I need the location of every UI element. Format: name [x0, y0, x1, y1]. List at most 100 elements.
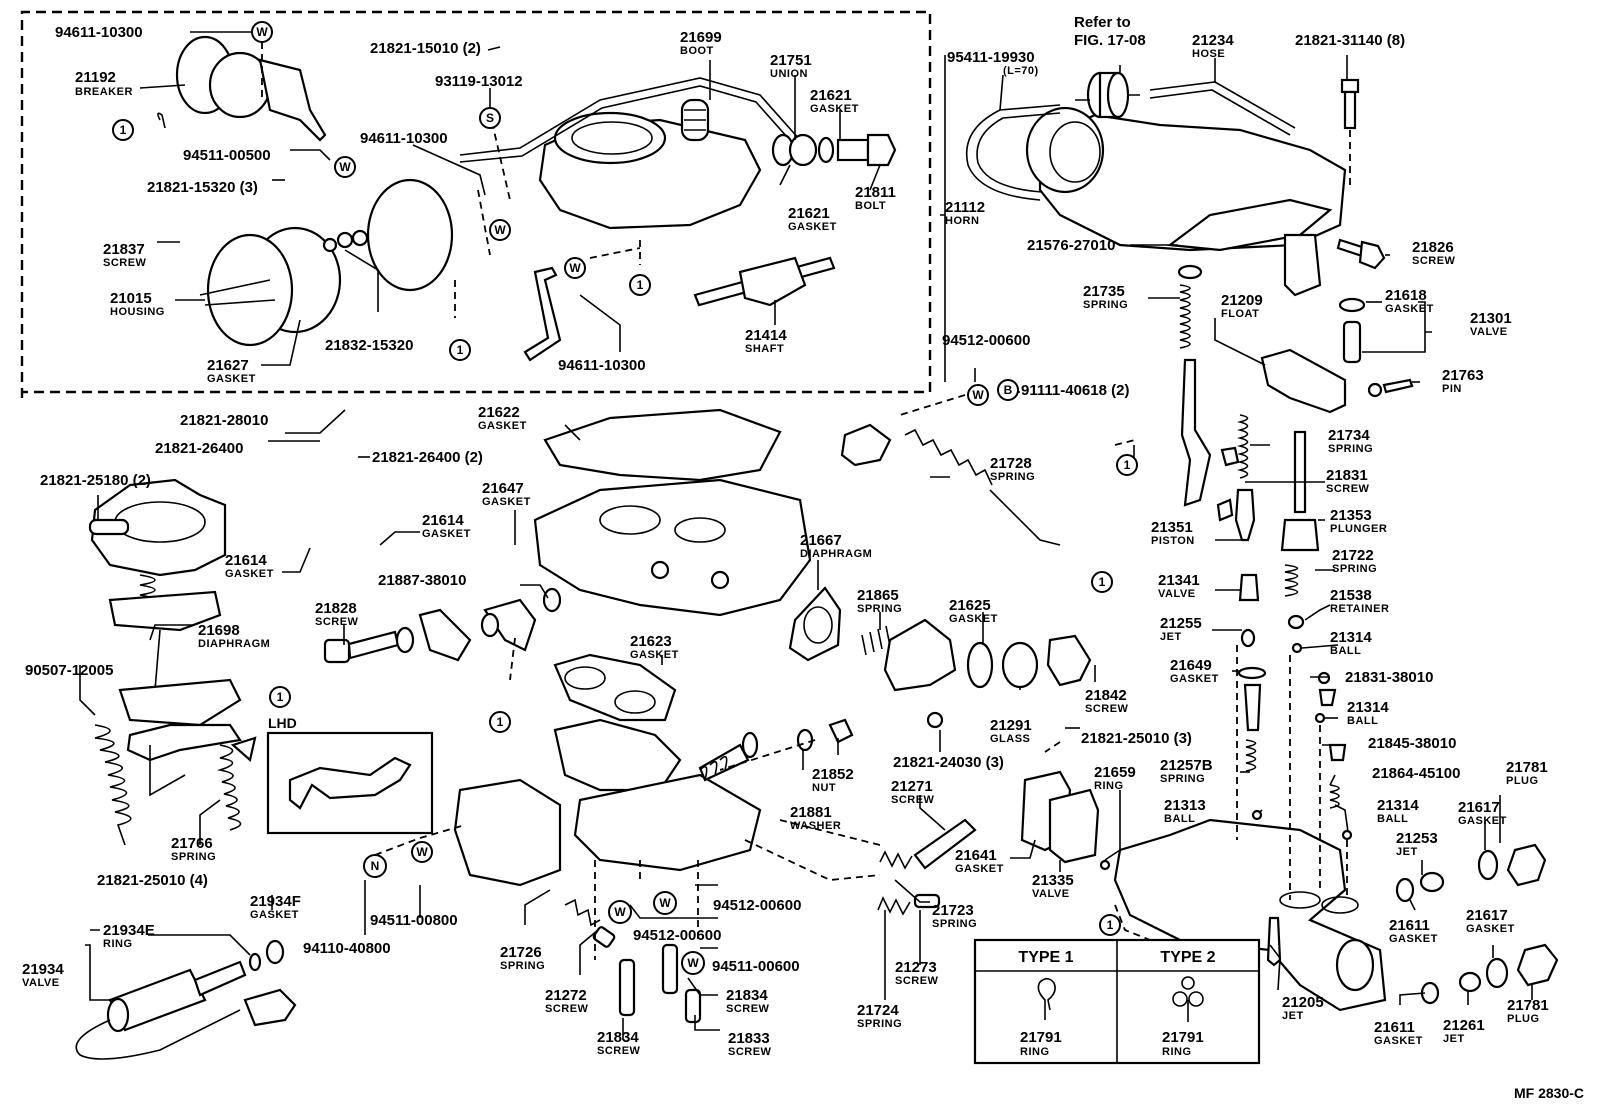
screw-21834b-shape — [661, 943, 679, 995]
part-number: 21699 — [680, 29, 722, 46]
part-name: SHAFT — [745, 343, 784, 355]
svg-text:N: N — [371, 859, 380, 873]
part-number: 21834 — [597, 1029, 639, 1046]
part-name: GASKET — [1385, 303, 1434, 315]
part-number: 21576-27010 — [1027, 237, 1115, 254]
part-name: VALVE — [1032, 888, 1070, 900]
part-number: 21734 — [1328, 427, 1370, 444]
part-name: (L=70) — [1003, 65, 1039, 77]
part-number: 21845-38010 — [1368, 735, 1456, 752]
part-number: 21766 — [171, 835, 213, 852]
gasket-21617a-shape — [1477, 849, 1499, 881]
part-name: RING — [1094, 780, 1124, 792]
part-number: 94511-00800 — [370, 912, 458, 929]
part-name: SCREW — [895, 975, 939, 987]
part-name: BREAKER — [75, 86, 133, 98]
spring-90507-shape — [94, 724, 132, 846]
part-number: 21832-15320 — [325, 337, 413, 354]
type-table-header-2: TYPE 2 — [1160, 949, 1215, 966]
jet-21205-shape — [1266, 916, 1282, 967]
part-name: JET — [1396, 846, 1418, 858]
part-number: 21821-15320 (3) — [147, 179, 258, 196]
part-name: GASKET — [1374, 1035, 1423, 1047]
svg-text:1: 1 — [1107, 918, 1114, 932]
part-number: 21881 — [790, 804, 832, 821]
part-number: 21826 — [1412, 239, 1454, 256]
part-number: 21617 — [1466, 907, 1508, 924]
part-number: 21781 — [1507, 997, 1549, 1014]
refer-note-line2: FIG. 17-08 — [1074, 32, 1146, 49]
part-number: 21314 — [1347, 699, 1389, 716]
part-number: 21538 — [1330, 587, 1372, 604]
part-number: 94511-00600 — [712, 958, 800, 975]
gasket-21617b-shape — [1485, 957, 1509, 989]
part-number: 21611 — [1389, 917, 1430, 934]
part-number: 21659 — [1094, 764, 1136, 781]
part-number: 21614 — [225, 552, 267, 569]
part-name: UNION — [770, 68, 808, 80]
svg-text:W: W — [972, 388, 984, 402]
housing-shape — [199, 226, 342, 347]
part-name: JET — [1443, 1033, 1465, 1045]
part-name: SCREW — [103, 257, 147, 269]
svg-text:1: 1 — [637, 278, 644, 292]
part-name: GASKET — [788, 221, 837, 233]
svg-text:1: 1 — [1124, 458, 1131, 472]
part-number: 21821-31140 (8) — [1295, 32, 1405, 49]
part-name: GASKET — [955, 863, 1004, 875]
part-name: WASHER — [790, 820, 841, 832]
part-number: 21272 — [545, 987, 587, 1004]
part-name: NUT — [812, 782, 836, 794]
part-name: PISTON — [1151, 535, 1195, 547]
part-number: 21622 — [478, 404, 520, 421]
part-number: 21335 — [1032, 872, 1074, 889]
spring-21724-shape — [877, 896, 911, 916]
ring-type2-icon — [1172, 976, 1204, 1022]
part-name: SCREW — [1085, 703, 1129, 715]
spring-21735-shape — [1177, 264, 1212, 507]
glass-21291-shape — [1001, 641, 1039, 689]
part-number: 21301 — [1470, 310, 1512, 327]
svg-text:W: W — [614, 905, 626, 919]
part-number: 21821-25010 (4) — [97, 872, 208, 889]
part-name: HOSE — [1192, 48, 1225, 60]
solenoid-valve-shape — [75, 939, 297, 1060]
part-name: RING — [103, 938, 133, 950]
part-shapes — [75, 35, 1559, 1060]
part-number: 94110-40800 — [303, 940, 391, 957]
screw-21272-shape — [592, 926, 616, 948]
part-name: GASKET — [207, 373, 256, 385]
jet-21261-shape — [1458, 971, 1482, 993]
screw-21828-shape — [323, 587, 562, 664]
part-name: SPRING — [1160, 773, 1205, 785]
union-bolt-shape — [771, 133, 897, 167]
svg-text:W: W — [494, 223, 506, 237]
part-number: 21351 — [1151, 519, 1193, 536]
part-name: SCREW — [891, 794, 935, 806]
screw-21271-shape — [913, 818, 977, 870]
part-name: BALL — [1164, 813, 1195, 825]
lever-link-shape — [523, 266, 562, 362]
screw-21273-shape — [913, 893, 941, 909]
part-number: 21414 — [745, 327, 787, 344]
washer-symbol: W — [681, 951, 705, 975]
part-number: 21724 — [857, 1002, 899, 1019]
part-number: 21821-15010 (2) — [370, 40, 481, 57]
clip-reference-symbol: 1 — [269, 686, 291, 708]
clip-reference-symbol: 1 — [1116, 454, 1138, 476]
part-number: 91111-40618 (2) — [1021, 382, 1129, 399]
hose-95411-shape — [966, 104, 1061, 201]
spring-21766-shape — [216, 744, 242, 831]
part-name: BALL — [1347, 715, 1378, 727]
part-name: DIAPHRAGM — [800, 548, 872, 560]
leader-lines — [79, 31, 1533, 1040]
air-horn-shape — [1025, 106, 1347, 297]
screw-21834a-shape — [618, 958, 636, 1017]
part-number: 21611 — [1374, 1019, 1415, 1036]
screw-21826-shape — [1336, 238, 1386, 270]
washer-symbol: W — [251, 21, 273, 43]
screw-21833-shape — [684, 988, 702, 1024]
part-name: VALVE — [1470, 326, 1508, 338]
clip-reference-symbol: 1 — [1099, 914, 1121, 936]
figure-code: MF 2830-C — [1514, 1085, 1584, 1101]
